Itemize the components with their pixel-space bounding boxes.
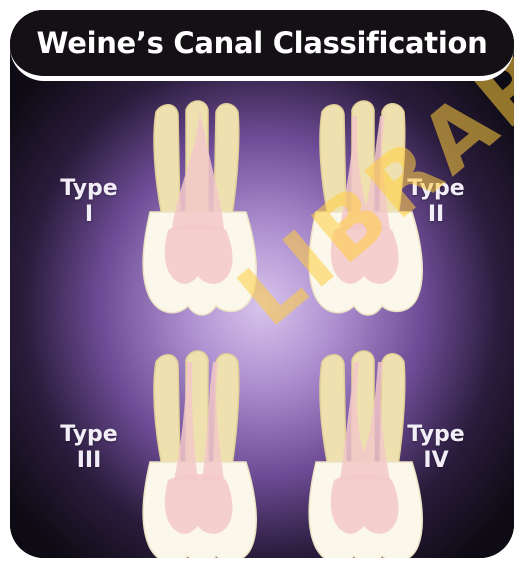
label-type-ii: Type II xyxy=(396,176,476,228)
label-type-iii-numeral: III xyxy=(49,448,129,474)
diagram-card: Type I Type II Type III Type IV LIBRARY … xyxy=(10,10,514,558)
label-type-iii-word: Type xyxy=(49,422,129,448)
title-bar: Weine’s Canal Classification xyxy=(10,10,514,81)
label-type-i: Type I xyxy=(49,176,129,228)
label-type-iii: Type III xyxy=(49,422,129,474)
label-type-i-numeral: I xyxy=(49,202,129,228)
diagram-title: Weine’s Canal Classification xyxy=(37,26,488,60)
label-type-i-word: Type xyxy=(49,176,129,202)
teeth-illustrations xyxy=(10,10,514,558)
label-type-iv: Type IV xyxy=(396,422,476,474)
label-type-iv-word: Type xyxy=(396,422,476,448)
label-type-ii-word: Type xyxy=(396,176,476,202)
label-type-iv-numeral: IV xyxy=(396,448,476,474)
label-type-ii-numeral: II xyxy=(396,202,476,228)
tooth-type-i xyxy=(143,101,256,315)
tooth-type-iii xyxy=(143,351,256,558)
